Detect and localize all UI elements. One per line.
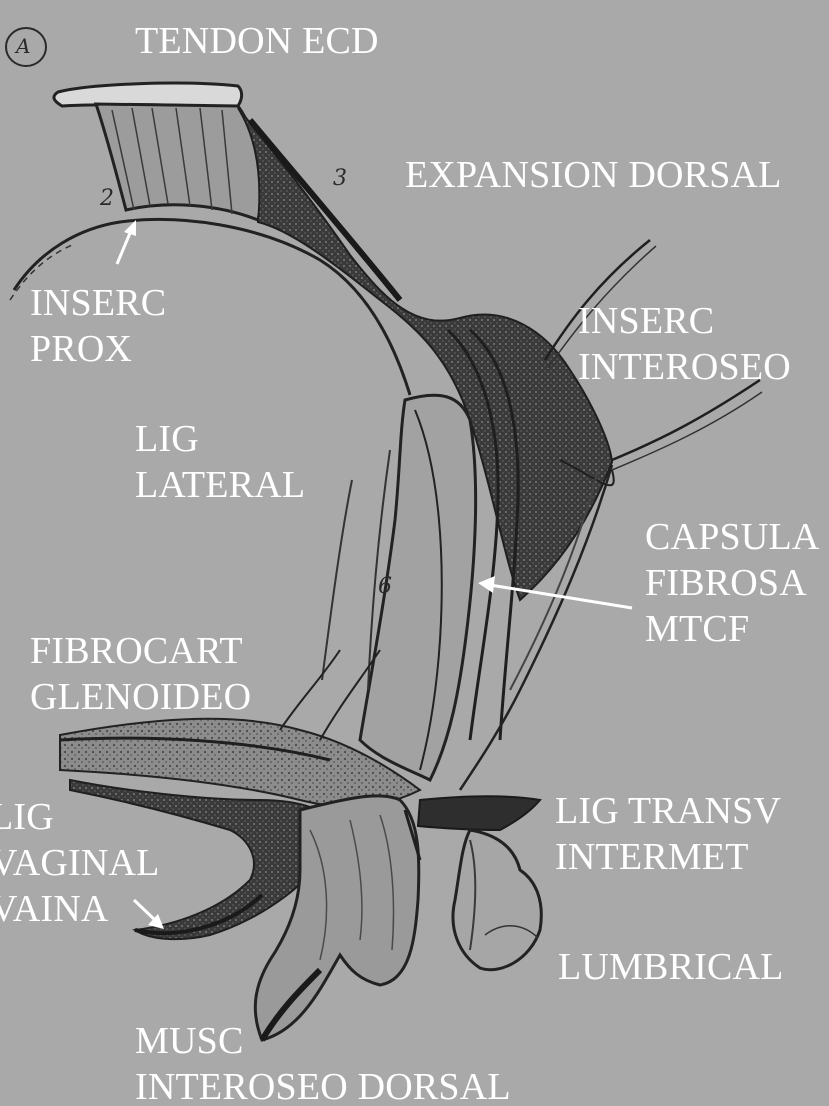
label-line: INSERC: [30, 280, 166, 326]
label-lig-vaginal: LIG VAGINAL VAINA: [0, 794, 160, 932]
label-line: MTCF: [645, 606, 820, 652]
arrow-inserc-prox: [117, 220, 136, 264]
label-line: LIG TRANSV: [555, 788, 781, 834]
label-line: VAGINAL: [0, 840, 160, 886]
label-line: GLENOIDEO: [30, 674, 251, 720]
label-capsula-fibrosa: CAPSULA FIBROSA MTCF: [645, 514, 820, 652]
label-tendon-ecd: TENDON ECD: [135, 18, 379, 64]
arrow-capsula-fibrosa: [478, 576, 632, 608]
lateral-ligament-shape: [322, 395, 476, 780]
label-line: PROX: [30, 326, 166, 372]
label-line: INTEROSEO DORSAL: [135, 1064, 511, 1106]
label-line: INTEROSEO: [578, 344, 791, 390]
label-line: LIG: [135, 416, 305, 462]
label-line: INSERC: [578, 298, 791, 344]
label-line: CAPSULA: [645, 514, 820, 560]
label-lig-lateral: LIG LATERAL: [135, 416, 305, 508]
label-line: FIBROCART: [30, 628, 251, 674]
plate-letter: A: [16, 34, 30, 58]
label-line: VAINA: [0, 886, 160, 932]
label-line: INTERMET: [555, 834, 781, 880]
drawing-number-6: 6: [378, 574, 392, 599]
label-line: FIBROSA: [645, 560, 820, 606]
label-line: LIG: [0, 794, 160, 840]
tendon-ecd-shape: [54, 83, 261, 220]
label-expansion-dorsal: EXPANSION DORSAL: [405, 152, 782, 198]
lumbrical-muscle-shape: [453, 830, 541, 970]
label-line: MUSC: [135, 1018, 511, 1064]
drawing-number-2: 2: [100, 186, 114, 211]
label-musc-interoseo-dorsal: MUSC INTEROSEO DORSAL: [135, 1018, 511, 1106]
label-lig-transv-intermet: LIG TRANSV INTERMET: [555, 788, 781, 880]
label-fibrocart-glenoideo: FIBROCART GLENOIDEO: [30, 628, 251, 720]
label-line: LATERAL: [135, 462, 305, 508]
drawing-number-3: 3: [333, 166, 347, 191]
label-inserc-prox: INSERC PROX: [30, 280, 166, 372]
label-lumbrical: LUMBRICAL: [558, 944, 784, 990]
label-inserc-interoseo: INSERC INTEROSEO: [578, 298, 791, 390]
